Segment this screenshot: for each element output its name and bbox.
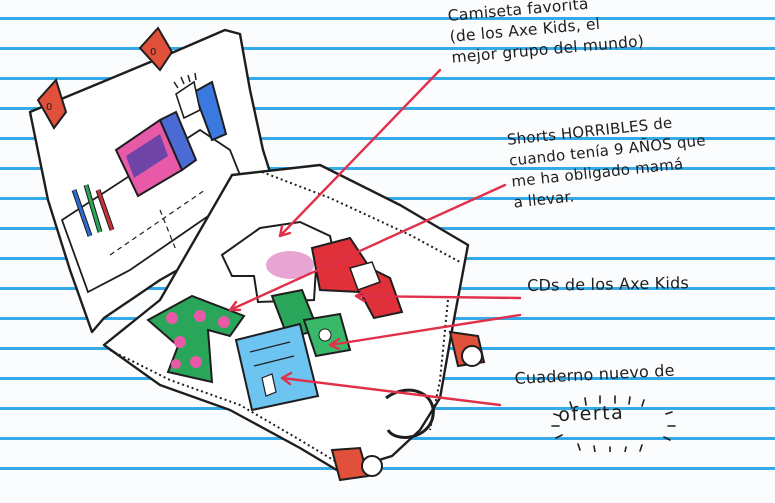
- pencils: [71, 184, 115, 237]
- red-shoes: [310, 236, 404, 320]
- arrow-notebook: [280, 376, 502, 407]
- svg-text:0: 0: [46, 102, 52, 113]
- arrow-cds-1: [354, 294, 522, 300]
- cds: [270, 288, 352, 358]
- shorts: [146, 294, 246, 384]
- toiletry-bag: [114, 110, 198, 198]
- suitcase-handle: [385, 388, 435, 439]
- offer-emphasis-marks: [551, 395, 676, 452]
- svg-text:0: 0: [150, 47, 156, 58]
- new-notebook: [234, 322, 320, 412]
- arrows: [228, 68, 522, 407]
- hairbrush: [173, 72, 228, 142]
- arrow-cds-2: [328, 313, 522, 347]
- annotation-cds: CDs de los Axe Kids: [527, 273, 690, 295]
- arrow-shorts: [228, 183, 507, 312]
- lid-corner-left: 0: [36, 78, 68, 130]
- arrow-shirt: [278, 68, 442, 238]
- lid-corner-top: 0: [138, 26, 174, 72]
